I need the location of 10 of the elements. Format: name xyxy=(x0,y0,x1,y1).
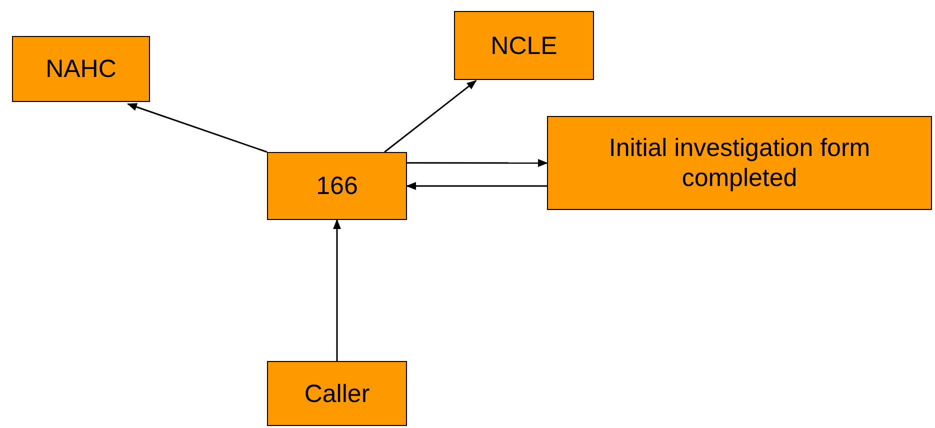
process-box: 166 xyxy=(267,152,407,220)
arrow xyxy=(407,159,548,167)
arrow xyxy=(333,219,341,361)
arrow xyxy=(406,182,547,190)
arrow xyxy=(126,103,268,153)
process-box: NAHC xyxy=(12,36,150,102)
process-box: NCLE xyxy=(454,11,594,80)
process-box: Caller xyxy=(267,361,407,426)
arrow xyxy=(384,80,477,153)
process-box: Initial investigation form completed xyxy=(547,116,932,210)
